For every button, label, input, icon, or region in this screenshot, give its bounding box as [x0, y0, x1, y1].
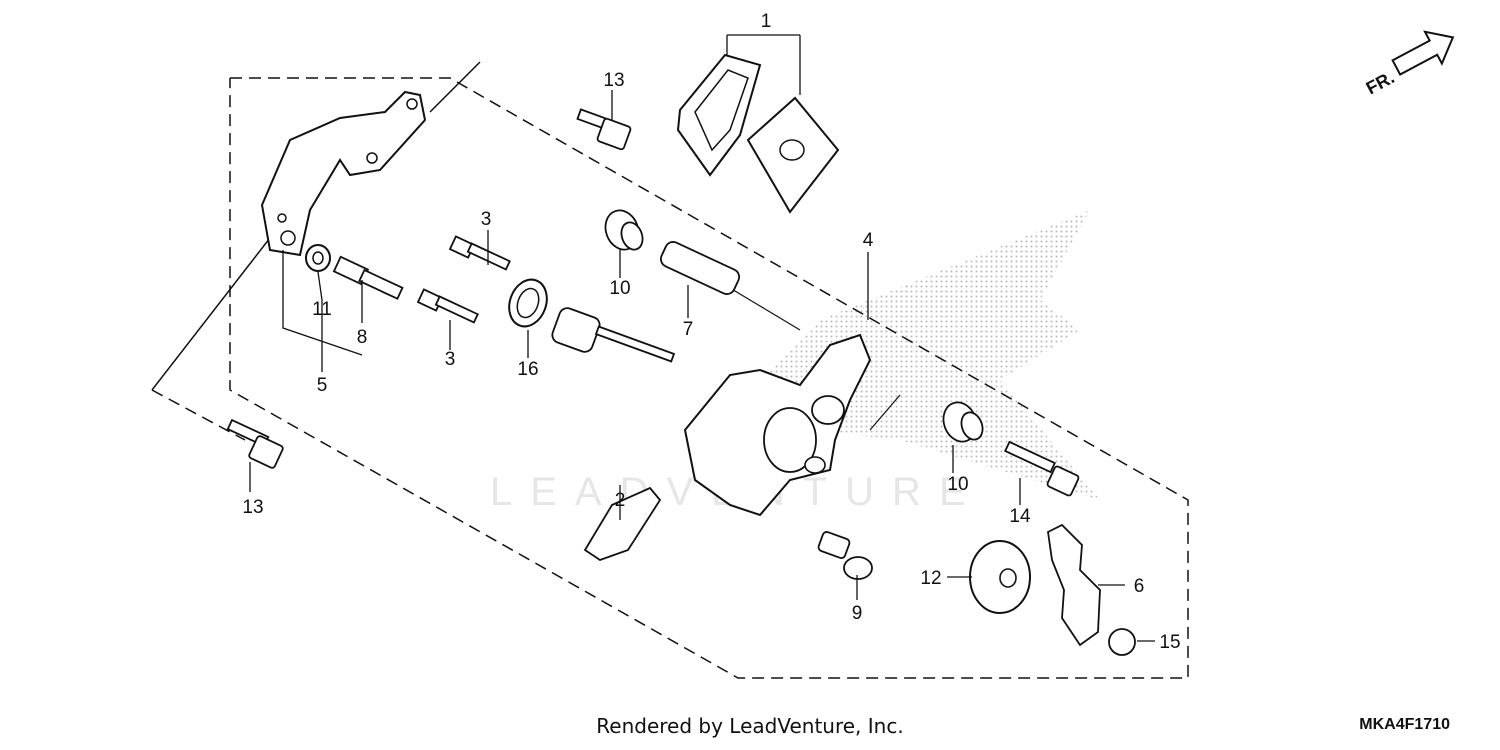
callout-13-lower: 13: [242, 497, 263, 518]
footer-credit: Rendered by LeadVenture, Inc.: [596, 714, 904, 738]
fr-label: FR.: [1363, 67, 1398, 98]
caliper-bolt: [1004, 440, 1080, 497]
flange-nut: [1108, 628, 1136, 656]
pad-hole: [779, 139, 805, 161]
dust-boot-lower: [942, 401, 984, 443]
callout-7: 7: [683, 319, 694, 340]
bracket-hole: [366, 152, 378, 164]
lower-leader-dashed-2: [151, 389, 246, 441]
bracket-hole: [277, 213, 287, 223]
lower-leader-dashed: [151, 224, 281, 391]
front-direction-arrow: FR.: [1363, 30, 1455, 98]
callout-5: 5: [317, 375, 328, 396]
bracket-leader-line: [429, 61, 481, 113]
callout-10-lower: 10: [947, 474, 968, 495]
piston-assembly: [551, 307, 676, 363]
callout-3-lower: 3: [445, 349, 456, 370]
callout-8: 8: [357, 327, 368, 348]
callout-9: 9: [852, 603, 863, 624]
callout-13-upper: 13: [603, 70, 624, 91]
bleeder-bolt: [817, 531, 873, 580]
callout-16: 16: [517, 359, 538, 380]
pin-leader-2: [869, 394, 901, 431]
sleeve: [659, 241, 741, 295]
slide-pin-upper: [448, 235, 511, 271]
bracket-hole: [280, 230, 296, 246]
flange-bolt-upper: [576, 108, 632, 151]
washer-inner: [312, 251, 324, 265]
caliper-piston-cup: [763, 407, 817, 473]
flange-bolt-lower: [226, 418, 284, 469]
leader-lines: [249, 34, 1155, 642]
pad-spring: [583, 486, 662, 561]
hose-stay: [1047, 523, 1101, 647]
slide-pin-lower: [416, 288, 479, 324]
rubber-guard-hole: [999, 568, 1017, 588]
callout-2: 2: [615, 490, 626, 511]
dust-boot-upper: [604, 209, 644, 251]
caliper-bracket: [260, 90, 427, 257]
callout-4: 4: [863, 230, 874, 251]
callout-10-upper: 10: [609, 278, 630, 299]
callout-11: 11: [312, 299, 332, 320]
callout-15: 15: [1159, 632, 1180, 653]
bracket-hole: [406, 98, 418, 110]
callout-6: 6: [1134, 576, 1145, 597]
piston-seal-inner: [516, 287, 540, 319]
bleeder-fitting: [804, 456, 826, 474]
callout-12: 12: [920, 568, 941, 589]
callout-14: 14: [1009, 506, 1031, 527]
callout-3-upper: 3: [481, 209, 492, 230]
pin-bolt: [332, 255, 404, 300]
caliper-bore: [811, 395, 845, 425]
diagram-code: MKA4F1710: [1359, 716, 1450, 733]
assembly-boundary: [229, 77, 1189, 679]
callout-1: 1: [761, 11, 772, 32]
brake-pad-inner-lining: [694, 69, 749, 152]
